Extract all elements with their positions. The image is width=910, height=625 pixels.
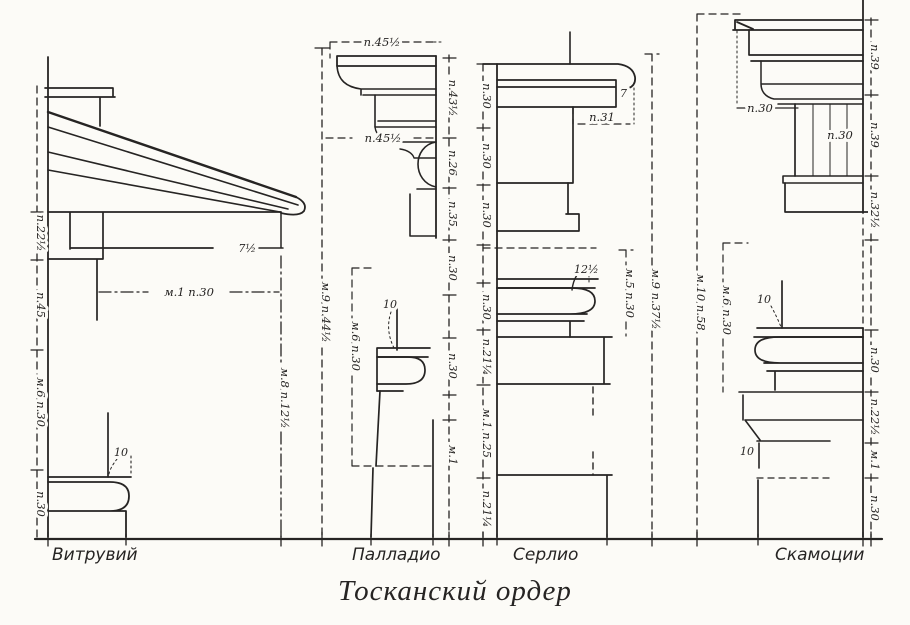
scamozzi-frieze-dim-label: п.30 bbox=[827, 128, 853, 142]
serlio-drawing bbox=[476, 13, 746, 538]
serlio-corona bbox=[496, 79, 617, 108]
vitruvius-height-dim-label: м.8 п.12½ bbox=[278, 367, 292, 428]
serlio-dim-m1p25: м.1 п.25 bbox=[480, 408, 494, 458]
vitruvius-drop-dim-label: 7½ bbox=[238, 242, 256, 255]
palladio-right-dim-ticks bbox=[442, 57, 457, 421]
scamozzi-height-dim-label: м.10 п.58 bbox=[694, 273, 708, 330]
vitruvius-drawing bbox=[30, 56, 306, 538]
serlio-architrave bbox=[496, 182, 580, 232]
scamozzi-dim-p30b: п.30 bbox=[868, 495, 882, 521]
scamozzi-apophyge-top-label: 10 bbox=[757, 293, 771, 306]
palladio-frieze-curve bbox=[417, 141, 437, 188]
serlio-cyma bbox=[482, 63, 637, 89]
scamozzi-cornice-slab bbox=[732, 19, 864, 31]
vitruvius-apophyge-leader bbox=[108, 458, 118, 475]
serlio-height-dim-label: м.9 п.37½ bbox=[649, 268, 663, 329]
vitruvius-drop-line bbox=[258, 211, 284, 249]
scamozzi-dim-p22: п.22½ bbox=[868, 399, 882, 436]
scamozzi-right-dim-ticks bbox=[864, 19, 879, 479]
vitruvius-soffit-steps bbox=[47, 211, 282, 321]
scamozzi-height-dim-line bbox=[696, 13, 746, 538]
palladio-mid-dim-label: п.45½ bbox=[365, 131, 402, 145]
vitruvius-roof-slope-1 bbox=[46, 110, 298, 199]
palladio-bracket-dim-label: м.6 п.30 bbox=[349, 321, 363, 371]
serlio-bracket-dim-label: м.5 п.30 bbox=[623, 268, 637, 318]
palladio-dim-p30a: п.30 bbox=[446, 255, 460, 281]
scamozzi-caption: Скамоции bbox=[775, 545, 864, 565]
serlio-dim-p30d: п.30 bbox=[480, 294, 494, 320]
scamozzi-frieze-lines bbox=[812, 103, 848, 177]
serlio-corona-dim-label: п.31 bbox=[589, 110, 615, 124]
scamozzi-corona bbox=[748, 29, 864, 62]
palladio-bed-mouldings bbox=[374, 126, 437, 159]
palladio-drawing bbox=[314, 41, 457, 538]
palladio-dim-p35: п.35 bbox=[446, 201, 460, 227]
serlio-frieze bbox=[496, 106, 574, 184]
vitruvius-ridge-cap bbox=[44, 87, 116, 127]
vitruvius-caption: Витрувий bbox=[52, 545, 138, 565]
ground-ticks bbox=[47, 531, 872, 547]
vitruvius-apophyge-label: 10 bbox=[114, 446, 128, 459]
serlio-dim-p30c: п.30 bbox=[480, 202, 494, 228]
vitruvius-left-dim-ticks bbox=[30, 211, 44, 471]
serlio-dado bbox=[496, 336, 613, 385]
serlio-plinth bbox=[496, 474, 613, 538]
scamozzi-dim-p30a: п.30 bbox=[868, 347, 882, 373]
scamozzi-base-mouldings bbox=[738, 391, 864, 442]
scamozzi-dim-p32: п.32½ bbox=[868, 192, 882, 229]
figure-labels: п.22½ п.45 м.6 п.30 п.30 м.1 п.30 7½ м.8… bbox=[31, 32, 885, 607]
vitruvius-dim-p22: п.22½ bbox=[34, 215, 48, 252]
palladio-height-dim-label: м.9 п.44½ bbox=[319, 281, 333, 342]
scamozzi-dim-p39b: п.39 bbox=[868, 122, 882, 148]
scamozzi-drawing bbox=[722, 0, 881, 538]
scamozzi-cornice-dim-label: п.30 bbox=[747, 101, 773, 115]
serlio-dim-p21b: п.21¼ bbox=[480, 491, 494, 528]
vitruvius-dim-p30: п.30 bbox=[34, 491, 48, 517]
figure-linework bbox=[30, 0, 884, 547]
serlio-height-dim-line bbox=[644, 53, 660, 538]
scamozzi-taenia bbox=[782, 175, 864, 184]
scamozzi-dim-p39a: п.39 bbox=[868, 44, 882, 70]
palladio-dim-p26: п.26 bbox=[446, 150, 460, 176]
scamozzi-capital-bracket bbox=[722, 242, 749, 393]
palladio-top-dim-label: п.45½ bbox=[364, 35, 401, 49]
serlio-caption: Серлио bbox=[513, 545, 578, 565]
serlio-capital-bracket bbox=[618, 249, 634, 337]
vitruvius-dim-p45: п.45 bbox=[34, 292, 48, 318]
serlio-echinus bbox=[496, 287, 596, 338]
palladio-dim-m1: м.1 bbox=[446, 445, 460, 466]
scamozzi-apophyge-leader-top bbox=[770, 305, 782, 328]
scamozzi-bed-mouldings bbox=[760, 60, 864, 105]
palladio-apophyge-label: 10 bbox=[383, 298, 397, 311]
scamozzi-apophyge-bottom-label: 10 bbox=[740, 445, 754, 458]
palladio-capital-bracket bbox=[351, 267, 437, 467]
palladio-dim-p43: п.43½ bbox=[446, 80, 460, 117]
palladio-cornice-slab bbox=[336, 55, 437, 67]
palladio-caption: Палладио bbox=[352, 545, 441, 565]
serlio-capital-dim-label: 12½ bbox=[574, 263, 599, 276]
figure-title: Тосканский ордер bbox=[338, 575, 572, 607]
scamozzi-echinus bbox=[754, 336, 864, 391]
serlio-dim-p21a: п.21¼ bbox=[480, 339, 494, 376]
palladio-dim-p30b: п.30 bbox=[446, 353, 460, 379]
serlio-cyma-dim-label: 7 bbox=[620, 87, 627, 100]
vitruvius-width-dim-label: м.1 п.30 bbox=[164, 285, 214, 299]
palladio-corona bbox=[374, 94, 437, 128]
palladio-shaft bbox=[370, 390, 434, 538]
scamozzi-dim-m1: м.1 bbox=[868, 450, 882, 471]
vitruvius-roof-slopes bbox=[47, 126, 299, 213]
serlio-dim-p30b: п.30 bbox=[480, 143, 494, 169]
vitruvius-base-mouldings bbox=[47, 476, 132, 538]
vitruvius-dim-m6p30: м.6 п.30 bbox=[34, 377, 48, 427]
vitruvius-roof-tip bbox=[280, 196, 306, 216]
scamozzi-bracket-dim-label: м.6 п.30 bbox=[720, 285, 734, 335]
palladio-top-dim-line bbox=[329, 41, 435, 59]
palladio-cyma bbox=[336, 65, 437, 96]
serlio-dim-p30a: п.30 bbox=[480, 83, 494, 109]
palladio-architrave bbox=[409, 188, 437, 237]
palladio-echinus bbox=[376, 356, 426, 392]
